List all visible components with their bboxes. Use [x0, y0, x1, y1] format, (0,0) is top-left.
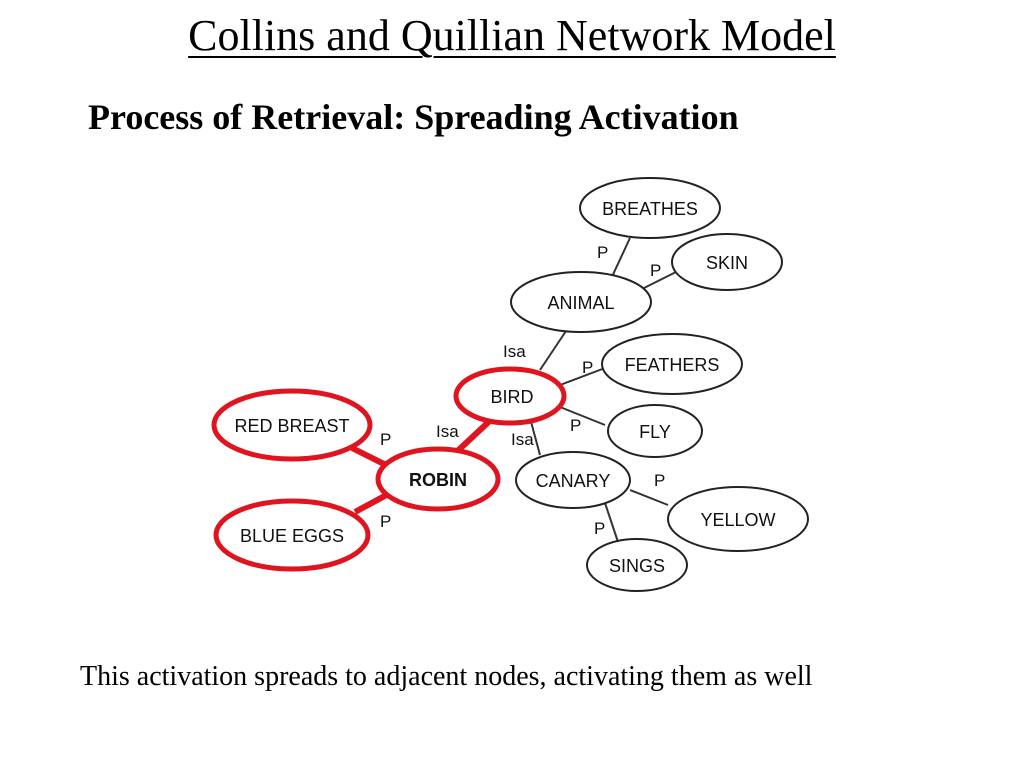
- rel-bird-animal: Isa: [503, 342, 526, 361]
- node-canary-label: CANARY: [536, 471, 611, 491]
- edge-animal-skin: [639, 269, 681, 291]
- edge-bird-feathers: [559, 367, 606, 386]
- node-sings-label: SINGS: [609, 556, 665, 576]
- rel-canary-bird: Isa: [511, 430, 534, 449]
- caption-text: This activation spreads to adjacent node…: [80, 661, 813, 692]
- edge-animal-breathes: [609, 237, 631, 282]
- node-animal-shape: [510, 271, 652, 333]
- node-bird-label: BIRD: [490, 387, 533, 407]
- node-skin-shape: [671, 233, 783, 291]
- node-robin-label: ROBIN: [409, 470, 467, 490]
- node-yellow-label: YELLOW: [700, 510, 775, 530]
- rel-animal-skin: P: [650, 261, 661, 280]
- rel-robin-blue-eggs: P: [380, 512, 391, 531]
- rel-animal-breathes: P: [597, 243, 608, 262]
- node-skin-label: SKIN: [706, 253, 748, 273]
- rel-canary-yellow: P: [654, 471, 665, 490]
- node-blue-eggs-ring: [213, 498, 371, 572]
- node-robin-ring: [375, 446, 501, 512]
- node-breathes-shape: [579, 177, 721, 239]
- node-canary-shape: [515, 451, 631, 509]
- rel-canary-sings: P: [594, 519, 605, 538]
- rel-robin-red-breast: P: [380, 430, 391, 449]
- edge-bird-animal: [539, 327, 569, 371]
- node-red-breast-ring: [211, 388, 373, 462]
- node-yellow-shape: [667, 486, 809, 552]
- edge-canary-yellow: [629, 489, 669, 506]
- edge-canary-bird: [529, 417, 541, 456]
- node-feathers-shape: [601, 333, 743, 395]
- node-feathers-label: FEATHERS: [625, 355, 720, 375]
- rel-bird-feathers: P: [582, 358, 593, 377]
- edge-bird-fly: [554, 404, 606, 426]
- slide-title: Collins and Quillian Network Model: [188, 11, 836, 60]
- node-fly-label: FLY: [639, 422, 671, 442]
- node-red-breast-label: RED BREAST: [234, 416, 349, 436]
- node-breathes-label: BREATHES: [602, 199, 698, 219]
- edge-canary-sings: [604, 502, 619, 543]
- node-fly-shape: [607, 404, 703, 458]
- slide-subtitle: Process of Retrieval: Spreading Activati…: [88, 97, 739, 137]
- node-sings-shape: [586, 538, 688, 592]
- node-blue-eggs-label: BLUE EGGS: [240, 526, 344, 546]
- rel-bird-fly: P: [570, 416, 581, 435]
- rel-robin-bird: Isa: [436, 422, 459, 441]
- node-bird-ring: [453, 366, 567, 426]
- node-animal-label: ANIMAL: [547, 293, 614, 313]
